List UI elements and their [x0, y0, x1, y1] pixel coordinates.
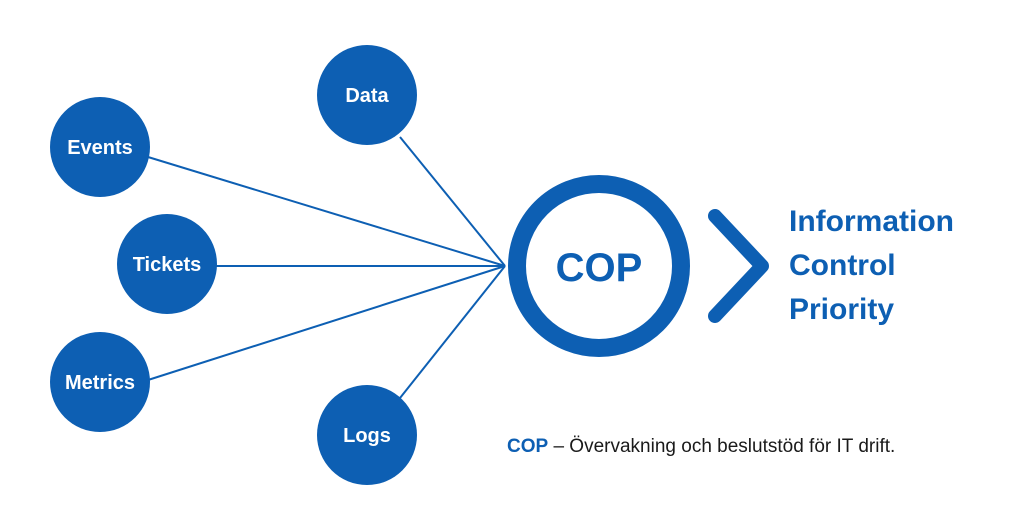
- source-node-tickets: Tickets: [117, 214, 217, 314]
- source-node-label: Metrics: [65, 372, 135, 394]
- outcome-item: Control: [789, 249, 896, 282]
- source-node-label: Data: [345, 85, 389, 107]
- source-node-data: Data: [317, 45, 417, 145]
- hub-node: COP: [508, 175, 690, 357]
- connector-events: [147, 156, 506, 267]
- source-node-logs: Logs: [317, 385, 417, 485]
- caption-text: – Övervakning och beslutstöd för IT drif…: [548, 436, 896, 457]
- outcome-item: Priority: [789, 293, 894, 326]
- connector-lines: [147, 136, 506, 399]
- connector-logs: [399, 265, 506, 399]
- source-node-label: Events: [67, 137, 133, 159]
- source-node-metrics: Metrics: [50, 332, 150, 432]
- caption: COP – Övervakning och beslutstöd för IT …: [507, 436, 895, 458]
- connector-metrics: [147, 265, 506, 381]
- source-node-label: Tickets: [133, 254, 202, 276]
- outcome-item: Information: [789, 205, 954, 238]
- caption-term: COP: [507, 436, 549, 457]
- outcome-list: Information Control Priority: [789, 205, 954, 326]
- source-node-events: Events: [50, 97, 150, 197]
- hub-label: COP: [556, 246, 643, 290]
- connector-data: [399, 136, 506, 267]
- chevron-right-icon: [708, 209, 769, 323]
- source-node-label: Logs: [343, 425, 391, 447]
